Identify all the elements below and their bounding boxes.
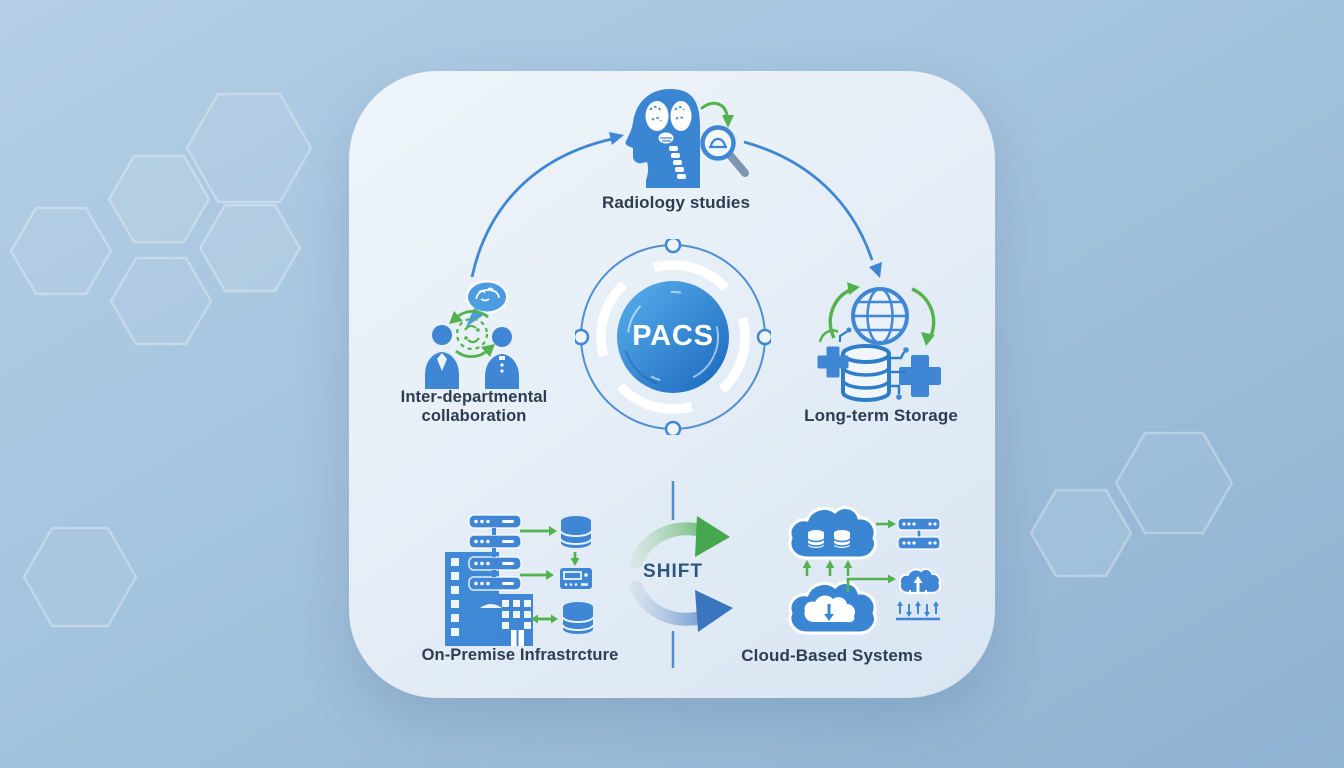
globe-icon: [851, 287, 909, 345]
cloud-storage-icon: [788, 505, 877, 560]
head-brain-icon: [625, 89, 700, 188]
label-on-premise: On-Premise Infrastrcture: [421, 646, 619, 664]
label-shift: SHIFT: [643, 561, 703, 582]
magnifier-icon: [700, 125, 749, 177]
cloud-systems-icon: [788, 505, 941, 635]
transfer-ticks-icon: [896, 604, 940, 621]
server-stack-icon: [468, 514, 522, 591]
green-hook-arrow-icon: [700, 101, 734, 128]
device-icon: [560, 568, 592, 589]
database-icon: [560, 516, 592, 548]
label-radiology: Radiology studies: [601, 193, 751, 212]
small-cross-circuit-icon: [817, 327, 852, 378]
database-icon: [562, 602, 594, 634]
label-collaboration: Inter-departmental collaboration: [400, 388, 548, 426]
green-right-arrow: [876, 519, 896, 529]
speech-bubble-brain-icon: [466, 280, 508, 327]
long-term-storage-icon: [817, 282, 941, 402]
arc-radiology-to-storage: [743, 140, 882, 278]
cycle-arrows-icon: [449, 310, 495, 358]
medical-cross-icon: [899, 355, 941, 397]
database-icon: [841, 344, 891, 402]
hub-node-dots: [575, 239, 771, 435]
person-right-icon: [485, 327, 519, 389]
pacs-center-label: PACS: [632, 320, 714, 352]
label-storage: Long-term Storage: [804, 406, 958, 425]
sync-green-arrows-icon: [828, 282, 936, 346]
on-premise-icon: [445, 514, 594, 646]
people-collaboration-icon: [425, 280, 519, 389]
cloud-upload-icon: [898, 568, 941, 595]
shift-blue-arrow: [629, 580, 733, 632]
server-rack-icon: [897, 517, 941, 550]
cloud-download-icon: [788, 580, 877, 635]
label-cloud: Cloud-Based Systems: [741, 646, 923, 665]
pacs-hub: [575, 239, 771, 435]
arc-collaboration-to-radiology: [470, 132, 624, 278]
circuit-nodes-icon: [890, 351, 906, 394]
green-elbow-arrow: [846, 574, 896, 592]
shift-green-arrow: [629, 516, 730, 569]
person-left-icon: [425, 325, 459, 389]
